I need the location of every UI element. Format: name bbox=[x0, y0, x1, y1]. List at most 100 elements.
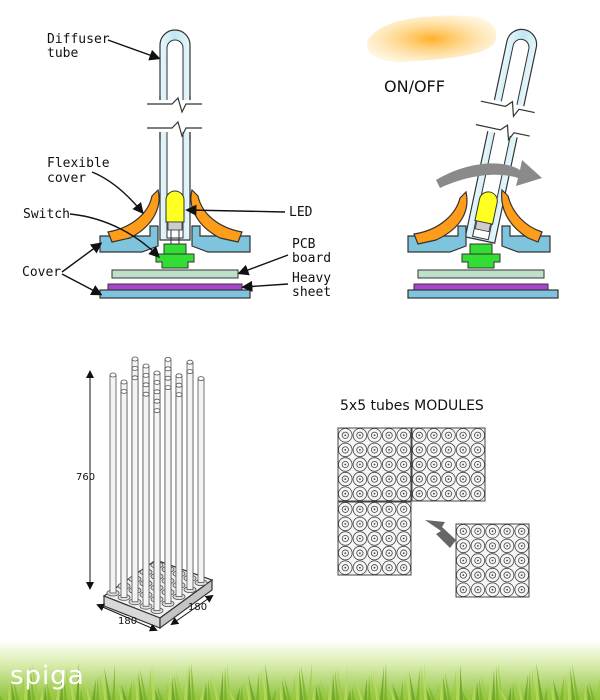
grass-blade bbox=[512, 683, 515, 700]
arrow-led bbox=[185, 204, 286, 216]
rotation-arrow-icon bbox=[436, 160, 542, 188]
grass-blade bbox=[174, 674, 179, 700]
grass-blade bbox=[121, 684, 127, 700]
rod-cap bbox=[131, 375, 139, 381]
grass-blade bbox=[28, 669, 31, 700]
grass-blade bbox=[400, 680, 403, 700]
tube-slot bbox=[352, 471, 368, 487]
tube-slot bbox=[499, 553, 515, 568]
tube-rod bbox=[175, 394, 183, 598]
tube-slot bbox=[396, 442, 411, 458]
label-pcb: PCB bbox=[292, 237, 316, 252]
grass-blade bbox=[0, 695, 3, 700]
grass-blade bbox=[312, 688, 315, 700]
left-cross-section: Diffuser tube Flexible cover Switch Cove… bbox=[22, 29, 331, 300]
tube-slot bbox=[367, 486, 382, 501]
rod-cap bbox=[186, 369, 194, 375]
tube-slot bbox=[352, 531, 368, 546]
tube-array: 760 180 180 bbox=[76, 356, 214, 632]
grass-blade bbox=[462, 690, 467, 700]
grass-blade bbox=[24, 672, 27, 700]
label-led: LED bbox=[289, 205, 313, 220]
grass-blade bbox=[299, 668, 303, 700]
rod-cap bbox=[153, 398, 161, 404]
grass-blade bbox=[44, 686, 47, 700]
top-cover-left bbox=[99, 225, 159, 253]
grass-blade bbox=[553, 679, 559, 700]
grass-blade bbox=[496, 666, 499, 700]
tube-slot bbox=[381, 428, 397, 443]
grass-blade bbox=[580, 690, 583, 700]
grass-blade bbox=[424, 662, 427, 700]
grass-blade bbox=[116, 690, 119, 700]
grass-blade bbox=[236, 687, 240, 700]
rod-cap bbox=[142, 372, 150, 378]
grass-blade bbox=[64, 671, 67, 700]
tube-slot bbox=[412, 457, 427, 472]
grass-blade bbox=[498, 663, 503, 700]
tube-slot bbox=[352, 516, 368, 532]
tube-slot bbox=[338, 502, 353, 517]
grass-blade bbox=[373, 669, 379, 700]
tube-slot bbox=[396, 516, 411, 532]
grass-blade bbox=[320, 679, 327, 700]
module-5x5 bbox=[411, 427, 486, 502]
grass-blade bbox=[443, 676, 447, 700]
tube-slot bbox=[455, 442, 471, 458]
tube-slot bbox=[441, 428, 456, 443]
grass-blade bbox=[200, 685, 204, 700]
grass-blade bbox=[440, 679, 443, 700]
grass-blade bbox=[8, 684, 11, 700]
label-switch: Switch bbox=[23, 207, 70, 222]
tube-slot bbox=[470, 486, 485, 501]
tube-slot bbox=[381, 457, 397, 472]
arrow-cover-top bbox=[61, 242, 103, 273]
grass-blade bbox=[136, 675, 139, 700]
grass-blade bbox=[352, 687, 355, 700]
grass-blade bbox=[140, 669, 147, 700]
grass-blade bbox=[32, 663, 39, 700]
grass-blade bbox=[128, 681, 132, 700]
tube-slot bbox=[470, 471, 485, 487]
grass-blade bbox=[119, 687, 123, 700]
rod-cap bbox=[153, 408, 161, 414]
tube-slot bbox=[470, 538, 486, 554]
grass-blade bbox=[368, 675, 371, 700]
grass-blade bbox=[371, 672, 375, 700]
grass-blade bbox=[416, 668, 420, 700]
tube-slot bbox=[441, 486, 456, 501]
tube-slot bbox=[396, 502, 411, 517]
grass-blade bbox=[20, 675, 24, 700]
tube-slot bbox=[470, 457, 485, 472]
grass-blade bbox=[56, 677, 60, 700]
tube-slot bbox=[441, 471, 456, 487]
grass-blade bbox=[508, 686, 511, 700]
grass-blade bbox=[532, 668, 535, 700]
grass-blade bbox=[551, 682, 555, 700]
grass-blade bbox=[244, 681, 247, 700]
tube-slot bbox=[412, 428, 427, 443]
grass-blade bbox=[104, 667, 111, 700]
tube-slot bbox=[396, 486, 411, 501]
grass-blade bbox=[132, 678, 135, 700]
tube-slot bbox=[499, 567, 515, 583]
tube-break-top bbox=[147, 96, 202, 114]
tube-slot bbox=[381, 560, 397, 575]
tube-slot bbox=[381, 531, 397, 546]
grass-blade bbox=[112, 664, 115, 700]
tube-slot bbox=[396, 457, 411, 472]
grass-blade bbox=[390, 686, 395, 700]
grass-blade bbox=[224, 667, 227, 700]
tube-slot bbox=[470, 582, 486, 597]
grass-blade bbox=[276, 686, 279, 700]
width-dimension bbox=[96, 603, 158, 632]
grass-blade bbox=[587, 684, 591, 700]
tube-slot bbox=[441, 457, 456, 472]
label-heavy: Heavy bbox=[292, 271, 331, 286]
tube-slot bbox=[470, 567, 486, 583]
arrow-heavy bbox=[241, 280, 289, 293]
tube-slot bbox=[367, 516, 382, 532]
grass-blade bbox=[570, 667, 575, 700]
tube-slot bbox=[338, 545, 353, 561]
label-depth: 180 bbox=[188, 602, 207, 613]
